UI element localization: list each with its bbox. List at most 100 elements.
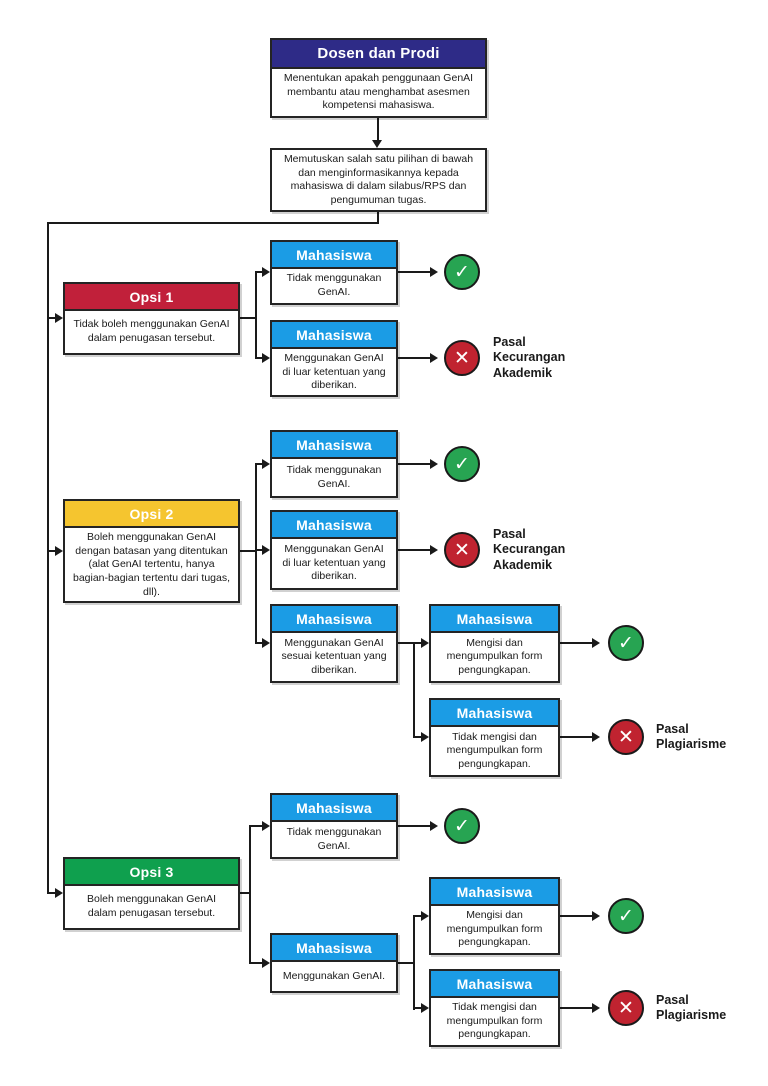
- node-body: Menggunakan GenAI sesuai ketentuan yang …: [281, 636, 387, 676]
- node-title: Mahasiswa: [272, 935, 396, 962]
- arrowhead-right-icon: [592, 911, 600, 921]
- connector-line: [240, 892, 251, 894]
- node-mahasiswa-o3-use-genai: Mahasiswa Menggunakan GenAI.: [270, 933, 398, 993]
- node-mahasiswa-o3-no-genai: Mahasiswa Tidak menggunakan GenAI.: [270, 793, 398, 859]
- check-icon: ✓: [444, 254, 480, 290]
- connector-line: [398, 549, 431, 551]
- node-title: Mahasiswa: [272, 322, 396, 349]
- connector-line: [398, 271, 431, 273]
- arrowhead-right-icon: [430, 459, 438, 469]
- check-glyph: ✓: [618, 632, 634, 654]
- connector-line: [47, 550, 56, 552]
- node-body: Menggunakan GenAI di luar ketentuan yang…: [282, 543, 386, 583]
- node-body: Tidak boleh menggunakan GenAI dalam penu…: [73, 318, 230, 344]
- connector-line: [560, 915, 593, 917]
- arrowhead-right-icon: [421, 911, 429, 921]
- node-body: Boleh menggunakan GenAI dalam penugasan …: [86, 893, 216, 919]
- check-icon: ✓: [608, 625, 644, 661]
- node-body: Memutuskan salah satu pilihan di bawah d…: [283, 153, 474, 206]
- node-title: Mahasiswa: [431, 700, 558, 727]
- cross-icon: ✕: [444, 532, 480, 568]
- node-title: Opsi 1: [65, 284, 238, 311]
- arrowhead-right-icon: [262, 545, 270, 555]
- arrowhead-right-icon: [55, 888, 63, 898]
- node-body: Menentukan apakah penggunaan GenAI memba…: [283, 72, 474, 112]
- arrowhead-right-icon: [421, 638, 429, 648]
- arrowhead-right-icon: [592, 732, 600, 742]
- node-opsi-2: Opsi 2 Boleh menggunakan GenAI dengan ba…: [63, 499, 240, 603]
- node-mahasiswa-o3-form-no: Mahasiswa Tidak mengisi dan mengumpulkan…: [429, 969, 560, 1047]
- arrowhead-right-icon: [430, 353, 438, 363]
- connector-line: [255, 549, 263, 551]
- node-title: Mahasiswa: [431, 879, 558, 906]
- connector-line: [398, 463, 431, 465]
- node-mahasiswa-o2-outside-rules: Mahasiswa Menggunakan GenAI di luar kete…: [270, 510, 398, 590]
- connector-line: [413, 642, 415, 738]
- connector-line: [398, 962, 415, 964]
- connector-line: [398, 357, 431, 359]
- node-body: Menggunakan GenAI.: [282, 969, 386, 982]
- node-title: Opsi 3: [65, 859, 238, 886]
- connector-line: [255, 642, 263, 644]
- arrowhead-right-icon: [55, 546, 63, 556]
- check-icon: ✓: [608, 898, 644, 934]
- connector-line: [377, 118, 379, 142]
- violation-label-plagiarism: Pasal Plagiarisme: [656, 722, 727, 752]
- connector-line: [47, 222, 379, 224]
- violation-label-cheating: Pasal Kecurangan Akademik: [493, 335, 566, 380]
- arrowhead-right-icon: [592, 1003, 600, 1013]
- arrowhead-right-icon: [55, 313, 63, 323]
- node-body: Menggunakan GenAI di luar ketentuan yang…: [282, 352, 386, 392]
- arrowhead-right-icon: [262, 821, 270, 831]
- node-title: Mahasiswa: [431, 606, 558, 633]
- connector-line: [413, 642, 422, 644]
- connector-line: [255, 271, 263, 273]
- violation-label-cheating: Pasal Kecurangan Akademik: [493, 527, 566, 572]
- connector-line: [413, 736, 422, 738]
- connector-line: [255, 463, 263, 465]
- node-title: Mahasiswa: [431, 971, 558, 998]
- cross-glyph: ✕: [454, 539, 470, 561]
- node-body: Tidak mengisi dan mengumpulkan form peng…: [446, 730, 543, 770]
- connector-line: [413, 1007, 422, 1009]
- connector-line: [255, 357, 263, 359]
- connector-line: [47, 317, 56, 319]
- node-title: Mahasiswa: [272, 432, 396, 459]
- cross-icon: ✕: [444, 340, 480, 376]
- node-mahasiswa-o2-no-genai: Mahasiswa Tidak menggunakan GenAI.: [270, 430, 398, 498]
- connector-line: [255, 271, 257, 359]
- cross-glyph: ✕: [618, 997, 634, 1019]
- arrowhead-right-icon: [430, 545, 438, 555]
- connector-line: [398, 825, 431, 827]
- check-glyph: ✓: [618, 905, 634, 927]
- node-opsi-3: Opsi 3 Boleh menggunakan GenAI dalam pen…: [63, 857, 240, 930]
- node-opsi-1: Opsi 1 Tidak boleh menggunakan GenAI dal…: [63, 282, 240, 355]
- connector-line: [255, 463, 257, 644]
- arrowhead-right-icon: [421, 732, 429, 742]
- node-body: Tidak menggunakan GenAI.: [286, 272, 382, 298]
- node-mahasiswa-o2-follow-rules: Mahasiswa Menggunakan GenAI sesuai keten…: [270, 604, 398, 683]
- connector-line: [560, 1007, 593, 1009]
- node-mahasiswa-o3-form-yes: Mahasiswa Mengisi dan mengumpulkan form …: [429, 877, 560, 955]
- node-mahasiswa-o1-no-genai: Mahasiswa Tidak menggunakan GenAI.: [270, 240, 398, 305]
- connector-line: [413, 915, 422, 917]
- check-glyph: ✓: [454, 261, 470, 283]
- connector-line: [240, 317, 257, 319]
- arrowhead-right-icon: [430, 821, 438, 831]
- cross-glyph: ✕: [618, 726, 634, 748]
- arrowhead-right-icon: [262, 459, 270, 469]
- node-body: Boleh menggunakan GenAI dengan batasan y…: [72, 531, 231, 598]
- connector-line: [240, 550, 257, 552]
- node-decision: Memutuskan salah satu pilihan di bawah d…: [270, 148, 487, 212]
- node-title: Mahasiswa: [272, 242, 396, 269]
- node-title: Mahasiswa: [272, 795, 396, 822]
- node-mahasiswa-o2-form-yes: Mahasiswa Mengisi dan mengumpulkan form …: [429, 604, 560, 683]
- connector-line: [249, 825, 263, 827]
- node-title: Dosen dan Prodi: [272, 40, 485, 69]
- node-title: Opsi 2: [65, 501, 238, 528]
- connector-line: [249, 825, 251, 964]
- arrowhead-right-icon: [430, 267, 438, 277]
- arrowhead-right-icon: [262, 958, 270, 968]
- node-body: Tidak menggunakan GenAI.: [286, 463, 382, 490]
- connector-line: [560, 642, 593, 644]
